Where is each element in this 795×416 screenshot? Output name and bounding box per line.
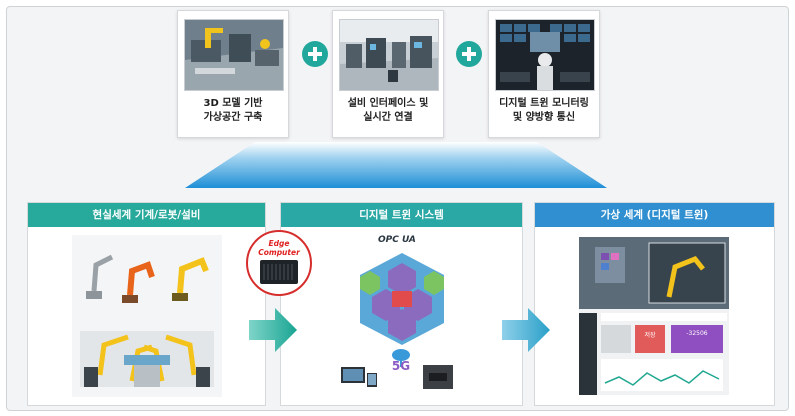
edge-computer-label: Edge Computer bbox=[248, 239, 310, 257]
edge-label-line1: Edge bbox=[268, 239, 290, 248]
caption-line2: 가상공간 구축 bbox=[203, 112, 263, 123]
plus-icon bbox=[302, 41, 328, 67]
card-caption: 설비 인터페이스 및 실시간 연결 bbox=[333, 97, 443, 125]
edge-label-line2: Computer bbox=[258, 248, 300, 257]
panel-virtual-world: 가상 세계 (디지털 트윈) 저장 -32506 bbox=[534, 202, 775, 406]
dashboard-value-right: -32506 bbox=[686, 330, 708, 337]
5g-label: 5G bbox=[391, 359, 411, 373]
caption-line2: 실시간 연결 bbox=[363, 112, 413, 123]
industrial-robots-illustration bbox=[72, 235, 222, 397]
card-caption: 3D 모델 기반 가상공간 구축 bbox=[178, 97, 288, 125]
flow-arrow-icon bbox=[249, 308, 297, 352]
factory-3d-thumbnail bbox=[184, 19, 284, 91]
opc-ua-logo: OPC UA bbox=[378, 235, 416, 245]
panel-digital-twin-system: 디지털 트윈 시스템 OPC UA 5G bbox=[280, 202, 523, 406]
dashboard-value-left: 저장 bbox=[644, 332, 656, 339]
panel-header: 현실세계 기계/로봇/설비 bbox=[28, 203, 265, 227]
plus-icon bbox=[456, 41, 482, 67]
panel-header: 가상 세계 (디지털 트윈) bbox=[535, 203, 774, 227]
edge-computer-badge: Edge Computer bbox=[246, 230, 312, 296]
flow-arrow-icon bbox=[502, 308, 550, 352]
edge-computer-icon bbox=[260, 260, 298, 284]
devices-icon bbox=[341, 367, 377, 387]
panel-real-world: 현실세계 기계/로봇/설비 bbox=[27, 202, 266, 406]
caption-line1: 설비 인터페이스 및 bbox=[347, 98, 429, 109]
opc-ua-hexagon-diagram bbox=[360, 253, 444, 345]
caption-line1: 3D 모델 기반 bbox=[203, 98, 263, 109]
cloud-icon bbox=[392, 349, 410, 367]
card-equipment-interface: 설비 인터페이스 및 실시간 연결 bbox=[332, 10, 444, 138]
vr-headset-icon bbox=[423, 365, 453, 389]
card-3d-model: 3D 모델 기반 가상공간 구축 bbox=[177, 10, 289, 138]
caption-line2: 및 양방향 통신 bbox=[512, 112, 576, 123]
monitoring-room-thumbnail bbox=[495, 19, 595, 91]
digital-twin-dashboard-screenshot bbox=[579, 237, 729, 395]
panel-header: 디지털 트윈 시스템 bbox=[281, 203, 522, 227]
card-monitoring: 디지털 트윈 모니터링 및 양방향 통신 bbox=[488, 10, 600, 138]
card-caption: 디지털 트윈 모니터링 및 양방향 통신 bbox=[489, 97, 599, 125]
convergence-funnel bbox=[185, 142, 607, 188]
equipment-thumbnail bbox=[339, 19, 439, 91]
caption-line1: 디지털 트윈 모니터링 bbox=[499, 98, 589, 109]
